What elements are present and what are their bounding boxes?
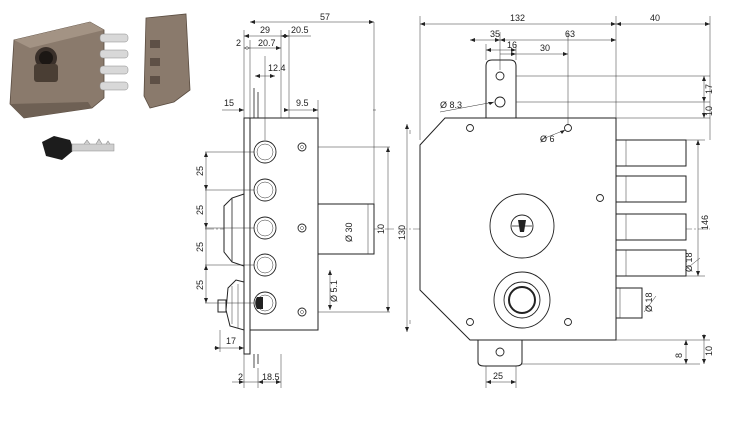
dim-front-right-8: 8 <box>674 353 684 358</box>
side-view: 29 57 2 20.7 20.5 12.4 15 9.5 25 25 25 2… <box>195 12 411 388</box>
dim-side-9-5: 9.5 <box>296 98 309 108</box>
dim-front-16: 16 <box>507 40 517 50</box>
front-bolts <box>615 139 687 319</box>
dim-front-dia-18a: Ø 18 <box>684 252 694 272</box>
dim-side-bottom-2: 2 <box>238 372 243 382</box>
dim-side-18-5: 18.5 <box>262 372 280 382</box>
dim-side-25c: 25 <box>195 242 205 252</box>
dim-front-right-10b: 10 <box>704 346 714 356</box>
dim-front-63: 63 <box>565 29 575 39</box>
dim-front-dia-6: Ø 6 <box>540 134 555 144</box>
dim-side-12-4: 12.4 <box>268 63 286 73</box>
dim-front-25: 25 <box>493 371 503 381</box>
side-bolt-holes <box>253 140 277 315</box>
front-view: 132 40 35 63 16 30 Ø 8.3 Ø 6 130 146 Ø 1… <box>397 13 714 388</box>
dim-front-40: 40 <box>650 13 660 23</box>
dim-front-right-17: 17 <box>704 84 714 94</box>
dim-side-25b: 25 <box>195 205 205 215</box>
dim-front-dia-8-3: Ø 8.3 <box>440 100 462 110</box>
dim-side-bolt-10: 10 <box>376 224 386 234</box>
dim-side-25d: 25 <box>195 280 205 290</box>
dim-side-57: 57 <box>320 12 330 22</box>
dim-side-25a: 25 <box>195 166 205 176</box>
dim-side-2: 2 <box>236 38 241 48</box>
dim-side-20-7: 20.7 <box>258 38 276 48</box>
dim-front-130: 130 <box>397 225 407 240</box>
dim-front-right-10a: 10 <box>704 106 714 116</box>
dim-side-17: 17 <box>226 336 236 346</box>
dim-front-146: 146 <box>700 215 710 230</box>
dim-side-15: 15 <box>224 98 234 108</box>
dim-front-dia-18b: Ø 18 <box>644 292 654 312</box>
dim-front-35: 35 <box>490 29 500 39</box>
dim-side-29: 29 <box>260 25 270 35</box>
lock-photo <box>9 13 191 160</box>
dim-front-30: 30 <box>540 43 550 53</box>
dim-side-20-5: 20.5 <box>291 25 309 35</box>
dim-front-132: 132 <box>510 13 525 23</box>
dim-side-dia-5-1: Ø 5.1 <box>329 280 339 302</box>
dim-side-bolt-30: Ø 30 <box>344 222 354 242</box>
